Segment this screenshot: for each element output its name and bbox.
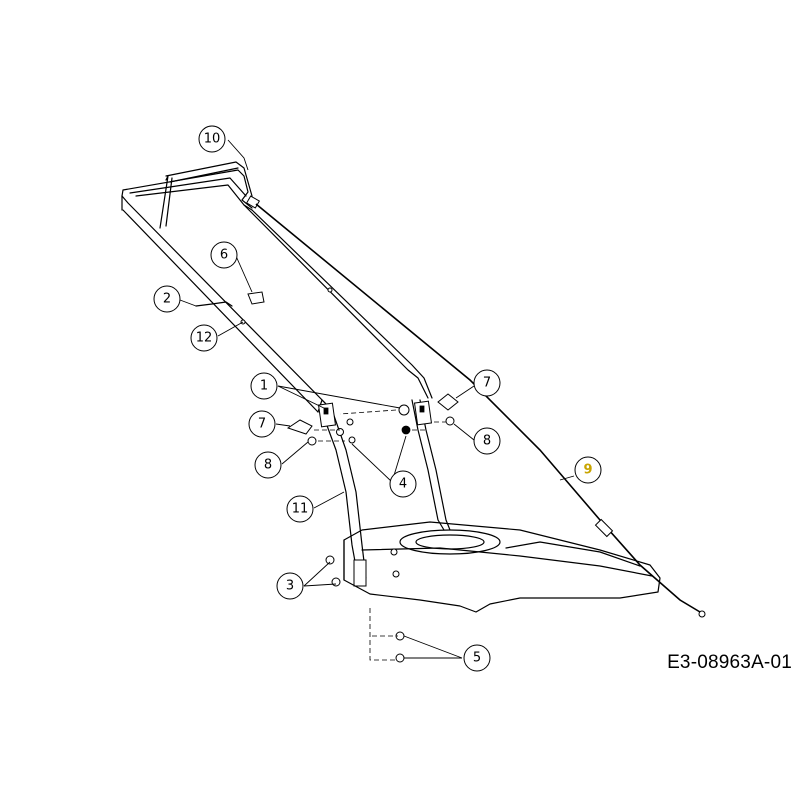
callout-label: 7: [258, 417, 266, 432]
callout-label: 11: [292, 502, 309, 517]
callout-label: 2: [163, 292, 171, 307]
callout-label: 10: [204, 132, 221, 147]
callout-1: 1: [250, 372, 278, 400]
callout-label: 9: [583, 463, 592, 478]
callout-12: 12: [190, 324, 218, 352]
callout-label: 7: [483, 376, 491, 391]
drawing-code: E3-08963A-01: [667, 652, 792, 673]
callout-8-left: 8: [254, 451, 282, 479]
callout-label: 1: [260, 379, 268, 394]
callout-label: 3: [286, 579, 294, 594]
callout-7-left: 7: [248, 410, 276, 438]
callout-10: 10: [198, 125, 226, 153]
callout-label: 8: [264, 458, 272, 473]
lower-handle: [317, 399, 451, 587]
callout-4: 4: [389, 470, 417, 498]
callout-11: 11: [286, 495, 314, 523]
hardware: [195, 291, 459, 663]
callout-6: 6: [210, 241, 238, 269]
callout-label: 5: [473, 651, 481, 666]
callout-7-right: 7: [473, 369, 501, 397]
callout-2: 2: [153, 285, 181, 313]
callout-label: 8: [483, 434, 491, 449]
bowden-cable: [255, 203, 706, 618]
upper-handle: [121, 169, 433, 413]
callout-label: 4: [399, 477, 407, 492]
callout-9: 9: [574, 456, 602, 484]
callout-label: 6: [220, 248, 228, 263]
callout-3: 3: [276, 572, 304, 600]
callout-label: 12: [196, 331, 213, 346]
leader-lines: [179, 139, 575, 659]
mower-deck: [343, 521, 661, 613]
callout-5: 5: [463, 644, 491, 672]
callout-8-right: 8: [473, 427, 501, 455]
